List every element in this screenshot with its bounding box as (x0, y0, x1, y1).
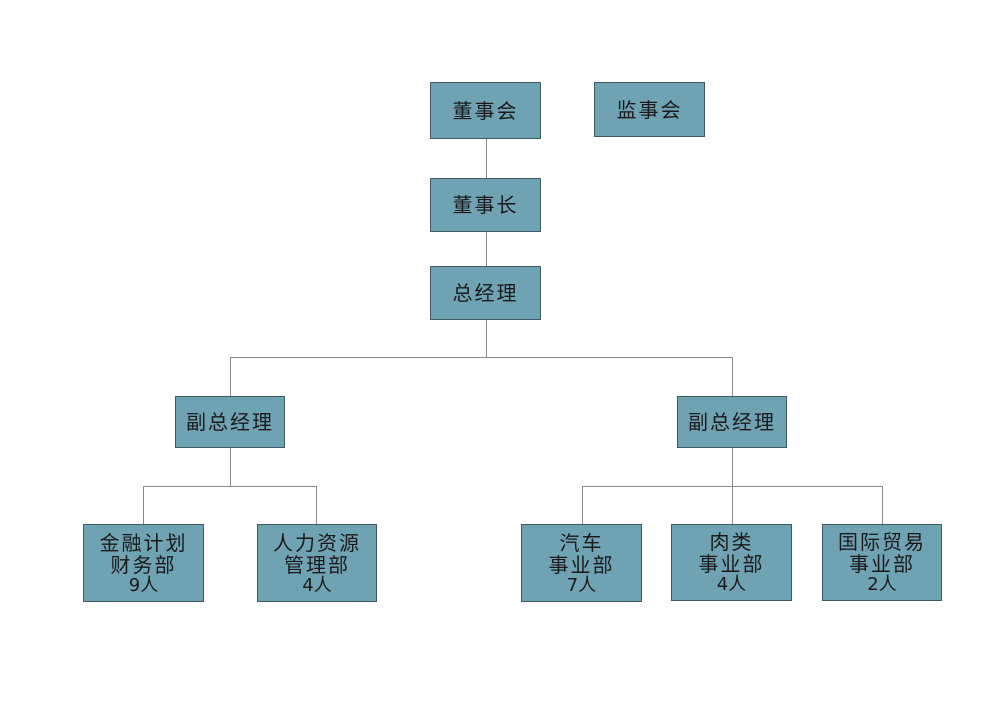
node-label: 副总经理 (688, 410, 776, 434)
node-supervisors: 监事会 (594, 82, 705, 137)
node-label: 监事会 (616, 97, 683, 122)
connector (582, 486, 583, 524)
connector (230, 448, 231, 486)
node-vice-gm-right: 副总经理 (677, 396, 787, 448)
connector (486, 232, 487, 266)
node-label: 金融计划 (99, 530, 188, 555)
connector (732, 357, 733, 396)
node-trade: 国际贸易 事业部 2人 (822, 524, 942, 601)
headcount: 9人 (128, 574, 159, 596)
node-label: 肉类 (709, 530, 754, 554)
connector (486, 320, 487, 357)
node-general-manager: 总经理 (430, 266, 541, 320)
node-board: 董事会 (430, 82, 541, 139)
node-label: 汽车 (559, 530, 604, 555)
node-label: 总经理 (452, 281, 519, 305)
connector (230, 357, 733, 358)
node-hr: 人力资源 管理部 4人 (257, 524, 377, 602)
headcount: 2人 (867, 574, 897, 595)
headcount: 4人 (302, 574, 332, 596)
node-label: 董事长 (452, 193, 519, 217)
connector (582, 486, 883, 487)
node-label: 国际贸易 (838, 530, 926, 554)
connector (316, 486, 317, 524)
node-label: 事业部 (849, 552, 915, 576)
headcount: 7人 (566, 574, 597, 596)
node-label: 财务部 (110, 552, 177, 577)
node-label: 人力资源 (273, 530, 361, 555)
connector (486, 139, 487, 178)
connector (882, 486, 883, 524)
connector (143, 486, 317, 487)
node-label: 事业部 (548, 552, 615, 577)
node-auto: 汽车 事业部 7人 (521, 524, 642, 602)
node-label: 事业部 (698, 552, 765, 576)
connector (230, 357, 231, 396)
node-meat: 肉类 事业部 4人 (671, 524, 792, 601)
connector (143, 486, 144, 524)
node-label: 董事会 (452, 98, 519, 123)
node-chairman: 董事长 (430, 178, 541, 232)
node-finance: 金融计划 财务部 9人 (83, 524, 204, 602)
node-vice-gm-left: 副总经理 (175, 396, 285, 448)
node-label: 管理部 (284, 552, 350, 577)
headcount: 4人 (716, 574, 747, 595)
node-label: 副总经理 (186, 410, 274, 434)
